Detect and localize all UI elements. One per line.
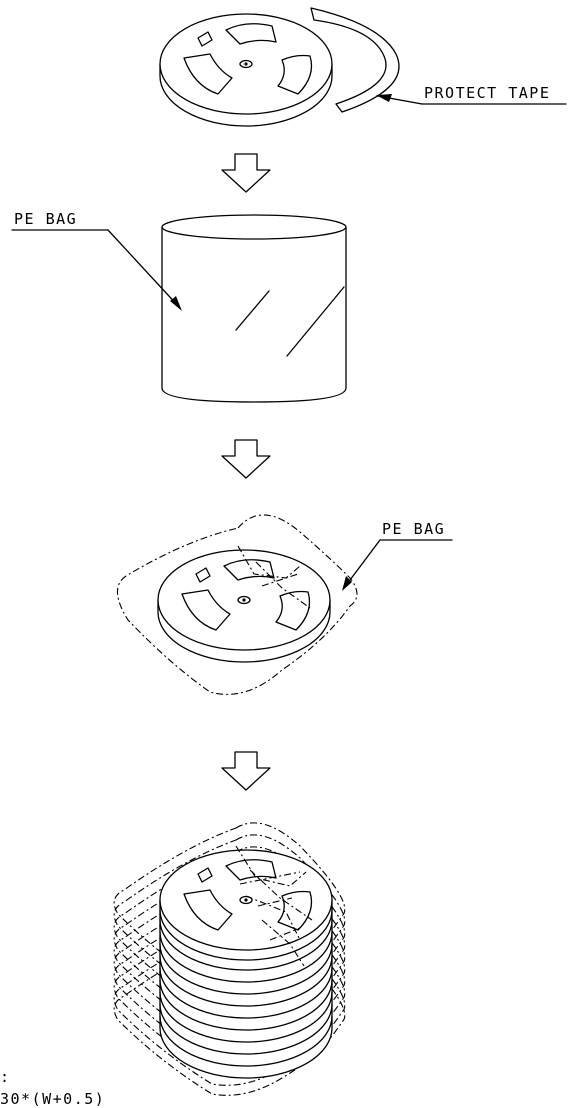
arrow-2-icon: [221, 439, 271, 479]
protect-tape-label: PROTECT TAPE: [424, 84, 550, 102]
protect-tape-band: [310, 7, 400, 113]
pe-bag-label-2: PE BAG: [382, 520, 445, 538]
arrow-3-icon: [221, 751, 271, 791]
arrow-1-icon: [221, 153, 271, 193]
reel-icon: [160, 14, 332, 126]
bag-outline: [116, 514, 358, 695]
step1-reel-with-tape: PROTECT TAPE: [160, 7, 567, 126]
step4-stacked-reels: [113, 822, 346, 1096]
pe-bag-label-1: PE BAG: [14, 210, 77, 228]
note-colon: :: [0, 1068, 11, 1086]
step2-pe-bag: PE BAG: [11, 210, 347, 403]
note-dimension-formula: 30*(W+0.5): [0, 1090, 105, 1108]
step3-reel-in-bag: PE BAG: [116, 514, 453, 695]
